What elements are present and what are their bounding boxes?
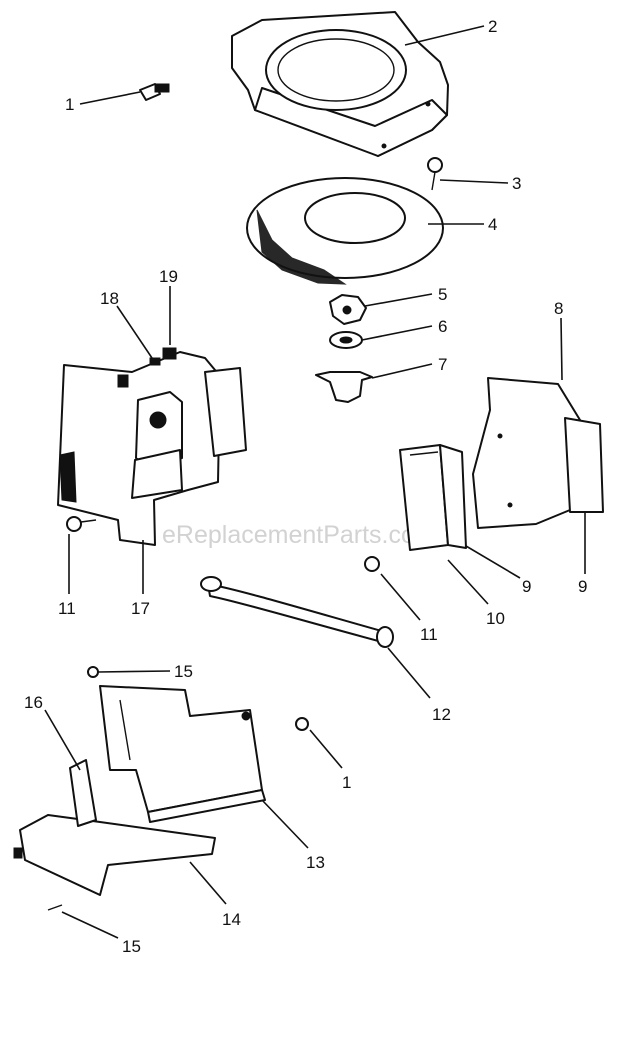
svg-text:10: 10 — [486, 609, 505, 628]
part-lower-baffle[interactable] — [99, 685, 266, 823]
callout-5: 5 — [364, 285, 447, 307]
svg-text:5: 5 — [438, 285, 447, 304]
part-screw-15-bottom[interactable] — [47, 904, 63, 911]
part-bolt-left[interactable] — [66, 516, 97, 532]
callout-16: 16 — [24, 693, 81, 771]
part-bracket[interactable] — [69, 759, 97, 827]
svg-text:15: 15 — [174, 662, 193, 681]
callout-19: 19 — [159, 267, 178, 345]
svg-text:6: 6 — [438, 317, 447, 336]
svg-text:3: 3 — [512, 174, 521, 193]
callout-9-left: 9 — [465, 545, 531, 596]
callout-8: 8 — [554, 299, 563, 381]
part-screw-top[interactable] — [139, 83, 170, 101]
callout-18: 18 — [100, 289, 153, 359]
part-screw-1-lower[interactable] — [295, 717, 309, 731]
svg-text:19: 19 — [159, 267, 178, 286]
part-breather-tube[interactable] — [200, 576, 394, 648]
part-bolt-right[interactable] — [364, 556, 380, 572]
callout-7: 7 — [371, 355, 447, 379]
part-screw-3[interactable] — [427, 157, 443, 191]
callout-17: 17 — [131, 540, 150, 618]
svg-text:9: 9 — [522, 577, 531, 596]
part-side-baffle[interactable] — [57, 351, 247, 546]
callout-15-bottom: 15 — [61, 911, 141, 956]
callout-15-top: 15 — [97, 662, 193, 681]
callout-1-lower: 1 — [309, 729, 351, 792]
part-clip[interactable] — [162, 347, 177, 360]
callout-9-right: 9 — [578, 512, 587, 596]
svg-text:15: 15 — [122, 937, 141, 956]
svg-text:8: 8 — [554, 299, 563, 318]
callout-10: 10 — [447, 559, 505, 628]
svg-text:1: 1 — [65, 95, 74, 114]
callout-14: 14 — [189, 861, 241, 929]
callout-12: 12 — [387, 647, 451, 724]
part-cover-plate[interactable] — [472, 377, 604, 529]
svg-text:17: 17 — [131, 599, 150, 618]
callout-4: 4 — [428, 215, 497, 234]
callout-6: 6 — [361, 317, 447, 341]
svg-text:18: 18 — [100, 289, 119, 308]
svg-text:4: 4 — [488, 215, 497, 234]
part-base-plate[interactable] — [13, 814, 216, 896]
svg-text:12: 12 — [432, 705, 451, 724]
part-rotating-screen[interactable] — [246, 177, 444, 285]
callout-11-left: 11 — [58, 534, 76, 618]
part-nut[interactable] — [329, 294, 367, 325]
svg-text:11: 11 — [420, 625, 438, 644]
svg-text:9: 9 — [578, 577, 587, 596]
svg-text:14: 14 — [222, 910, 241, 929]
part-washer[interactable] — [329, 331, 363, 349]
part-blower-housing[interactable] — [231, 11, 449, 157]
callout-13: 13 — [261, 799, 325, 872]
svg-text:11: 11 — [58, 599, 76, 618]
callout-2: 2 — [404, 17, 497, 46]
part-small-screw[interactable] — [149, 357, 161, 366]
svg-text:7: 7 — [438, 355, 447, 374]
svg-text:13: 13 — [306, 853, 325, 872]
callout-11-right: 11 — [380, 573, 438, 644]
svg-text:1: 1 — [342, 773, 351, 792]
callout-1-top: 1 — [65, 91, 141, 114]
watermark-text: eReplacementParts.com — [162, 521, 436, 549]
part-filter[interactable] — [399, 444, 467, 551]
part-screw-15-top[interactable] — [87, 666, 99, 678]
svg-text:16: 16 — [24, 693, 43, 712]
callout-3: 3 — [439, 174, 521, 193]
part-cup[interactable] — [315, 371, 373, 403]
svg-text:2: 2 — [488, 17, 497, 36]
